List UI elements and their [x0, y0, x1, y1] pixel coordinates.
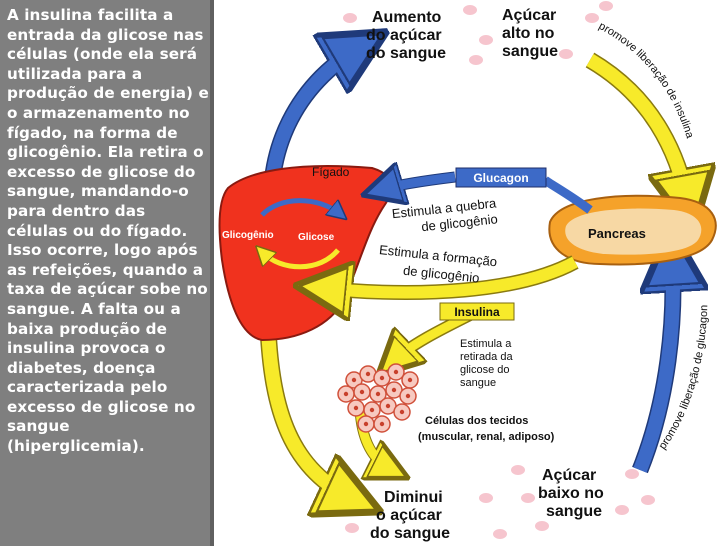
glucagon-box: Glucagon	[455, 167, 547, 188]
bottom-right-line-2: baixo no	[538, 485, 604, 502]
bottom-right-line-3: sangue	[546, 503, 602, 520]
blood-cell-dot	[521, 493, 535, 503]
removal-line-1: Estimula a	[460, 338, 512, 350]
top-left-line-3: do sangue	[366, 45, 446, 62]
blood-cell-dot	[535, 521, 549, 531]
pancreas-label: Pancreas	[588, 226, 646, 241]
blood-cell-dot	[469, 55, 483, 65]
arrow-insulin-to-liver	[320, 255, 579, 292]
arrow-yellow-to-pancreas	[585, 52, 688, 205]
top-right-line-2: alto no	[502, 25, 555, 42]
blood-cell-dot	[625, 469, 639, 479]
tissue-cell-nucleus	[369, 407, 375, 413]
arrow-glucagon-to-liver	[380, 177, 593, 214]
blood-cell-dot	[599, 1, 613, 11]
top-right-line-1: Açúcar	[502, 7, 556, 24]
bottom-right-box: Açúcar baixo no sangue	[538, 467, 604, 520]
tissue-cell-nucleus	[405, 393, 411, 399]
glycogen-label: Glicogênio	[222, 230, 274, 241]
tissue-cells-text: Células dos tecidos (muscular, renal, ad…	[418, 415, 555, 443]
glucose-removal-text: Estimula a retirada da glicose do sangue	[460, 338, 513, 389]
tissue-cell-nucleus	[399, 409, 405, 415]
blood-cell-dot	[479, 35, 493, 45]
tissue-cell-nucleus	[359, 389, 365, 395]
blood-cell-dot	[641, 495, 655, 505]
top-left-box: Aumento do açúcar do sangue	[366, 9, 446, 62]
tissue-cell-nucleus	[375, 391, 381, 397]
top-right-box: Açúcar alto no sangue	[502, 7, 558, 60]
arrow-blue-up-right	[632, 255, 673, 474]
blood-cell-dot	[463, 5, 477, 15]
liver-label: Fígado	[312, 165, 350, 179]
pancreas	[548, 194, 717, 266]
blood-cell-dot	[493, 529, 507, 539]
tissue-cell-nucleus	[407, 377, 413, 383]
tissue-cell-nucleus	[351, 377, 357, 383]
tissue-cell-nucleus	[353, 405, 359, 411]
tissue-line-1: Células dos tecidos	[425, 415, 528, 427]
top-left-line-2: do açúcar	[366, 27, 442, 44]
tissue-cell-nucleus	[343, 391, 349, 397]
bottom-center-line-3: do sangue	[370, 525, 450, 542]
bottom-right-line-1: Açúcar	[542, 467, 596, 484]
blood-cell-dot	[345, 523, 359, 533]
glucagon-box-label: Glucagon	[473, 171, 528, 185]
panel-edge	[210, 0, 214, 546]
removal-line-2: retirada da	[460, 351, 513, 363]
explanation-text: A insulina facilita a entrada da glicose…	[7, 6, 209, 456]
tissue-cell-nucleus	[363, 421, 369, 427]
glucose-label: Glicose	[298, 232, 335, 243]
tissue-cell-nucleus	[385, 403, 391, 409]
glycogen-breakdown-text: Estimula a quebra de glicogênio	[391, 195, 498, 234]
blood-cell-dot	[615, 505, 629, 515]
tissue-cells-illustration	[337, 363, 419, 433]
liver	[218, 165, 393, 342]
tissue-cell-nucleus	[391, 387, 397, 393]
tissue-cell-nucleus	[379, 421, 385, 427]
bottom-center-line-1: Diminui	[384, 489, 443, 506]
top-left-line-1: Aumento	[372, 9, 442, 26]
tissue-cell-nucleus	[365, 371, 371, 377]
bottom-center-line-2: o açúcar	[376, 507, 442, 524]
removal-line-3: glicose do	[460, 364, 510, 376]
tissue-line-2: (muscular, renal, adiposo)	[418, 431, 555, 443]
arrow-insulin-to-cells	[392, 309, 473, 362]
blood-cell-dot	[343, 13, 357, 23]
formation-line-1: Estimula a formação	[378, 242, 497, 269]
insulina-box: Insulina	[439, 302, 515, 321]
insulina-box-label: Insulina	[454, 305, 500, 319]
blood-cell-dot	[511, 465, 525, 475]
tissue-cell-nucleus	[393, 369, 399, 375]
tissue-cell-nucleus	[379, 375, 385, 381]
blood-cell-dot	[559, 49, 573, 59]
bottom-center-box: Diminui o açúcar do sangue	[370, 489, 450, 542]
blood-cell-dot	[479, 493, 493, 503]
top-right-line-3: sangue	[502, 43, 558, 60]
glycogen-formation-text: Estimula a formação de glicogênio	[378, 242, 497, 286]
removal-line-4: sangue	[460, 377, 496, 389]
arrow-yellow-down-left	[259, 327, 355, 500]
left-text-panel: A insulina facilita a entrada da glicose…	[0, 0, 214, 546]
blood-cell-dot	[585, 13, 599, 23]
